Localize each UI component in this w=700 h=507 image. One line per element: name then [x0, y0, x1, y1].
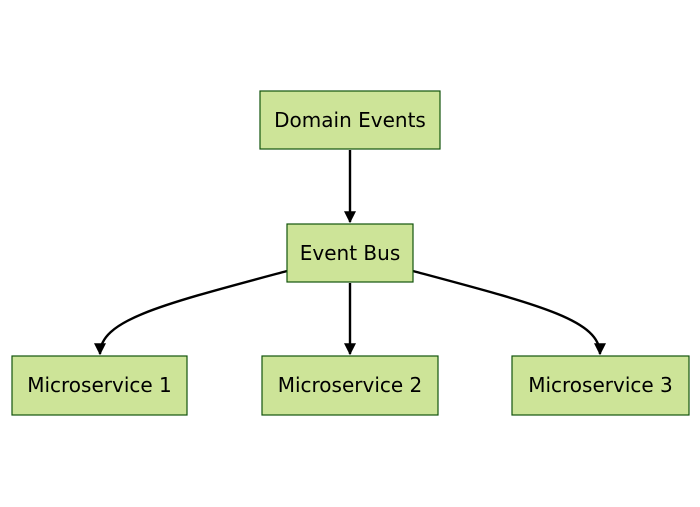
node-event-bus: Event Bus [286, 223, 414, 283]
edge-event-bus-to-microservice-3 [412, 269, 606, 356]
node-domain-events: Domain Events [259, 90, 441, 150]
node-microservice-2: Microservice 2 [261, 355, 439, 416]
node-domain-events-label: Domain Events [274, 108, 426, 132]
node-microservice-3-label: Microservice 3 [528, 373, 673, 397]
node-microservice-3: Microservice 3 [511, 355, 690, 416]
node-microservice-1-label: Microservice 1 [27, 373, 172, 397]
edge-event-bus-to-microservice-1 [94, 269, 288, 356]
node-event-bus-label: Event Bus [300, 241, 400, 265]
node-microservice-1: Microservice 1 [11, 355, 188, 416]
node-microservice-2-label: Microservice 2 [278, 373, 423, 397]
edges [94, 150, 606, 356]
